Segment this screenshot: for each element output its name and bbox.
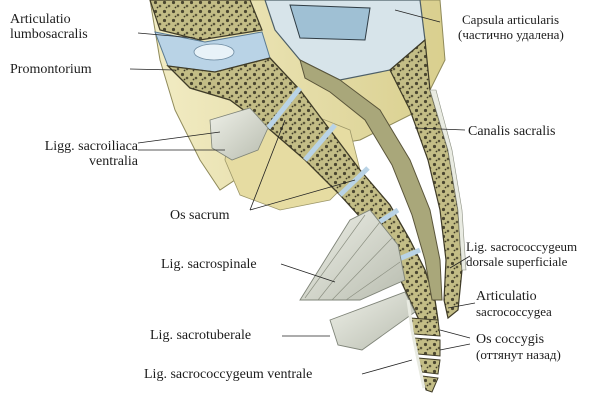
sacral-disc-2 <box>303 123 337 162</box>
label-articulatio-lumbosacralis-1: Articulatio <box>10 12 71 27</box>
sacrospinous-ligament <box>299 209 406 301</box>
ventral-sacrococcygeal-ligament <box>406 299 426 389</box>
sacroiliac-ligament <box>209 107 269 161</box>
capsule-window <box>289 4 371 41</box>
label-articulatio-sacrococcygea-2: sacrococcygea <box>476 304 552 319</box>
sacral-canal <box>299 59 443 301</box>
label-os-coccygis-2: (оттянут назад) <box>476 347 561 362</box>
sacrotuberous-ligament <box>329 291 416 351</box>
label-canalis-sacralis: Canalis sacralis <box>468 124 556 139</box>
sacrospinous-fibers <box>304 214 401 301</box>
label-lig-sacrotuberale: Lig. sacrotuberale <box>150 328 252 343</box>
lumbar-vertebra <box>149 0 263 41</box>
coccyx-segment-1 <box>409 317 441 337</box>
label-articulatio-lumbosacralis-2: lumbosacralis <box>10 27 88 42</box>
disc-nucleus <box>193 43 235 61</box>
dorsal-ligament-strip <box>429 89 467 271</box>
label-lig-sacrococcygeum-dorsale-1: Lig. sacrococcygeum <box>466 239 578 254</box>
label-capsula-articularis-2: (частично удалена) <box>458 27 564 42</box>
label-ligg-sacroiliaca-1: Ligg. sacroiliaca <box>44 139 138 154</box>
label-os-sacrum: Os sacrum <box>170 208 230 223</box>
sacral-disc-1 <box>266 86 302 130</box>
label-capsula-articularis-1: Capsula articularis <box>462 12 560 27</box>
leader-lines <box>129 9 476 375</box>
label-promontorium: Promontorium <box>10 62 92 77</box>
label-lig-sacrococcygeum-dorsale-2: dorsale superficiale <box>466 254 568 269</box>
label-ligg-sacroiliaca-2: ventralia <box>89 154 138 169</box>
label-lig-sacrospinale: Lig. sacrospinale <box>161 257 257 272</box>
label-articulatio-sacrococcygea-1: Articulatio <box>476 289 537 304</box>
label-os-coccygis-1: Os coccygis <box>476 332 545 347</box>
sacral-disc-3 <box>338 166 370 197</box>
label-lig-sacrococcygeum-ventrale: Lig. sacrococcygeum ventrale <box>144 367 313 382</box>
